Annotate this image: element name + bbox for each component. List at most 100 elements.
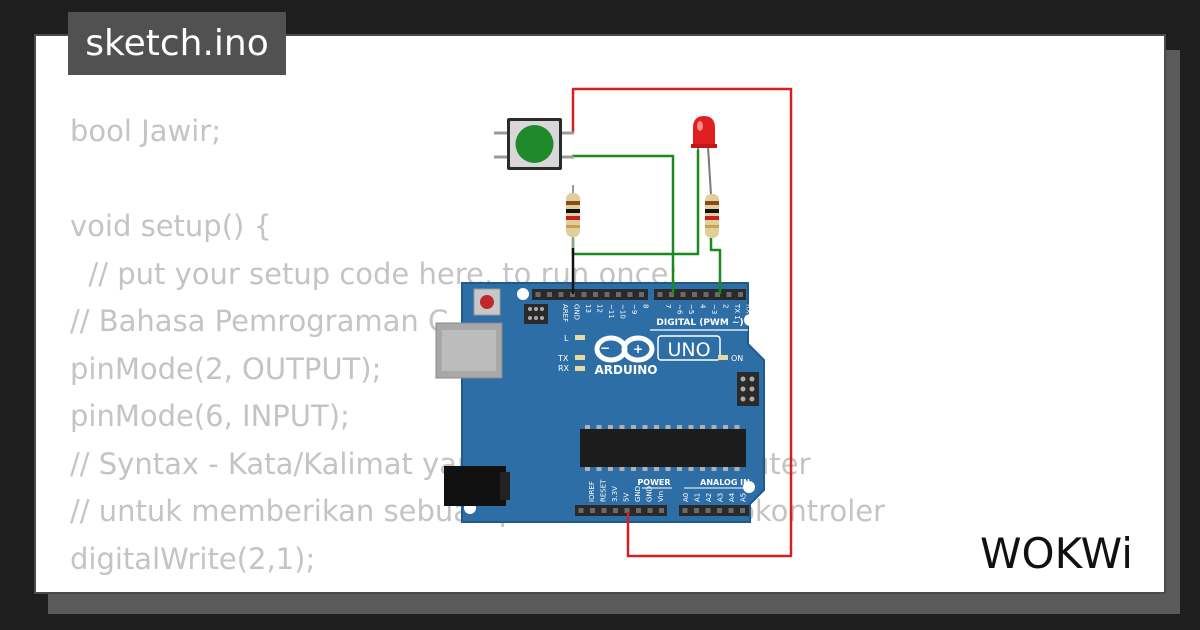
microcontroller-chip xyxy=(580,425,746,471)
header-pin[interactable] xyxy=(547,292,552,297)
header-pin[interactable] xyxy=(703,292,709,297)
pin-label: A0 xyxy=(682,493,690,502)
pin-label: ~5 xyxy=(687,304,695,314)
header-pin[interactable] xyxy=(604,292,610,297)
led-rx xyxy=(575,366,585,371)
pushbutton[interactable] xyxy=(494,118,574,170)
pin-label: A1 xyxy=(694,493,702,502)
mount-hole xyxy=(517,288,529,300)
pin-label: ~3 xyxy=(710,304,718,314)
header-pin[interactable] xyxy=(535,292,541,297)
svg-text:−: − xyxy=(600,341,610,355)
led-on xyxy=(718,355,728,360)
header-pin[interactable] xyxy=(705,508,711,513)
pin-label: RX 0 xyxy=(745,304,753,320)
pin-label: ~9 xyxy=(630,304,638,314)
wire-button-pin6 xyxy=(572,154,675,294)
wire-led-green xyxy=(571,150,700,256)
code-line: pinMode(2, OUTPUT); xyxy=(70,351,382,386)
analog-label: ANALOG IN xyxy=(700,478,750,487)
pin-label: TX 1 xyxy=(733,303,741,320)
code-line: pinMode(6, INPUT); xyxy=(70,399,350,433)
file-name-tab: sketch.ino xyxy=(68,12,286,75)
header-pin[interactable] xyxy=(738,292,743,297)
header-pin[interactable] xyxy=(680,292,686,297)
header-pin[interactable] xyxy=(659,508,664,513)
header-pin[interactable] xyxy=(627,292,633,297)
pin-label: GND xyxy=(634,486,642,502)
header-pin[interactable] xyxy=(694,508,699,513)
wokwi-logo-text: WOKWi xyxy=(980,529,1133,576)
led-rx-label: RX xyxy=(558,364,570,373)
power-label: POWER xyxy=(637,478,670,487)
resistor-button xyxy=(566,185,580,248)
code-line: digitalWrite(2,1); xyxy=(70,541,316,576)
header-pin[interactable] xyxy=(682,508,688,513)
pin-label: ~10 xyxy=(619,304,627,319)
header-pin[interactable] xyxy=(593,292,598,297)
pin-label: RESET xyxy=(600,479,608,502)
header-pin[interactable] xyxy=(570,292,575,297)
header-pin[interactable] xyxy=(715,292,720,297)
header-pin[interactable] xyxy=(669,292,674,297)
led-tx-label: TX xyxy=(557,354,569,363)
pin-label: ~11 xyxy=(607,304,615,319)
icsp-header-right xyxy=(737,372,759,406)
reset-button[interactable] xyxy=(480,295,494,309)
code-line: bool Jawir; xyxy=(70,114,221,148)
pin-label: GND xyxy=(573,304,581,320)
header-pin[interactable] xyxy=(558,292,564,297)
pin-label: GND xyxy=(646,486,654,502)
header-pin[interactable] xyxy=(578,508,584,513)
header-pin[interactable] xyxy=(601,508,607,513)
header-pin[interactable] xyxy=(647,508,653,513)
mount-hole xyxy=(743,481,755,493)
pin-label: 3.3V xyxy=(611,486,619,502)
pin-label: 13 xyxy=(584,304,592,313)
header-pin[interactable] xyxy=(590,508,595,513)
red-led xyxy=(691,116,717,148)
arduino-logo-icon xyxy=(594,335,655,363)
pin-label: Vin xyxy=(657,491,665,502)
header-pin[interactable] xyxy=(613,508,618,513)
pin-label: A4 xyxy=(728,492,736,502)
pin-label: A5 xyxy=(740,493,748,502)
pin-label: 4 xyxy=(699,304,707,309)
icsp-header xyxy=(524,304,548,324)
resistor-led xyxy=(705,194,719,238)
pin-label: IOREF xyxy=(588,481,596,502)
dc-power-jack-tip xyxy=(500,472,510,500)
header-pin[interactable] xyxy=(636,508,641,513)
pin-label: AREF xyxy=(561,304,569,322)
pushbutton-cap[interactable] xyxy=(515,125,554,163)
mount-hole xyxy=(744,314,756,326)
pin-label: A3 xyxy=(717,493,725,502)
code-line: delay(750); xyxy=(70,583,885,592)
pin-label: 12 xyxy=(596,304,604,313)
wire-led-pin2 xyxy=(709,238,722,294)
led-on-label: ON xyxy=(731,354,743,363)
header-pin[interactable] xyxy=(726,292,732,297)
analog-header xyxy=(679,505,749,516)
led-l-label: L xyxy=(564,334,569,343)
wire-5v-red xyxy=(571,87,793,558)
usb-port-inner xyxy=(442,330,496,371)
code-line: void setup() { xyxy=(70,209,272,243)
pin-label: ~6 xyxy=(676,304,684,315)
header-pin[interactable] xyxy=(616,292,621,297)
header-pin[interactable] xyxy=(728,508,734,513)
pin-label: 5V xyxy=(623,493,631,502)
led-l xyxy=(575,335,585,340)
header-pin[interactable] xyxy=(692,292,697,297)
header-pin[interactable] xyxy=(717,508,722,513)
pin-label: 7 xyxy=(664,304,672,308)
header-pin[interactable] xyxy=(581,292,587,297)
header-pin[interactable] xyxy=(657,292,663,297)
header-pin[interactable] xyxy=(639,292,644,297)
pin-label: 8 xyxy=(642,304,650,308)
header-pin[interactable] xyxy=(624,508,630,513)
header-pin[interactable] xyxy=(740,508,745,513)
pin-label: 2 xyxy=(722,304,730,308)
digital-header-left xyxy=(532,289,648,300)
